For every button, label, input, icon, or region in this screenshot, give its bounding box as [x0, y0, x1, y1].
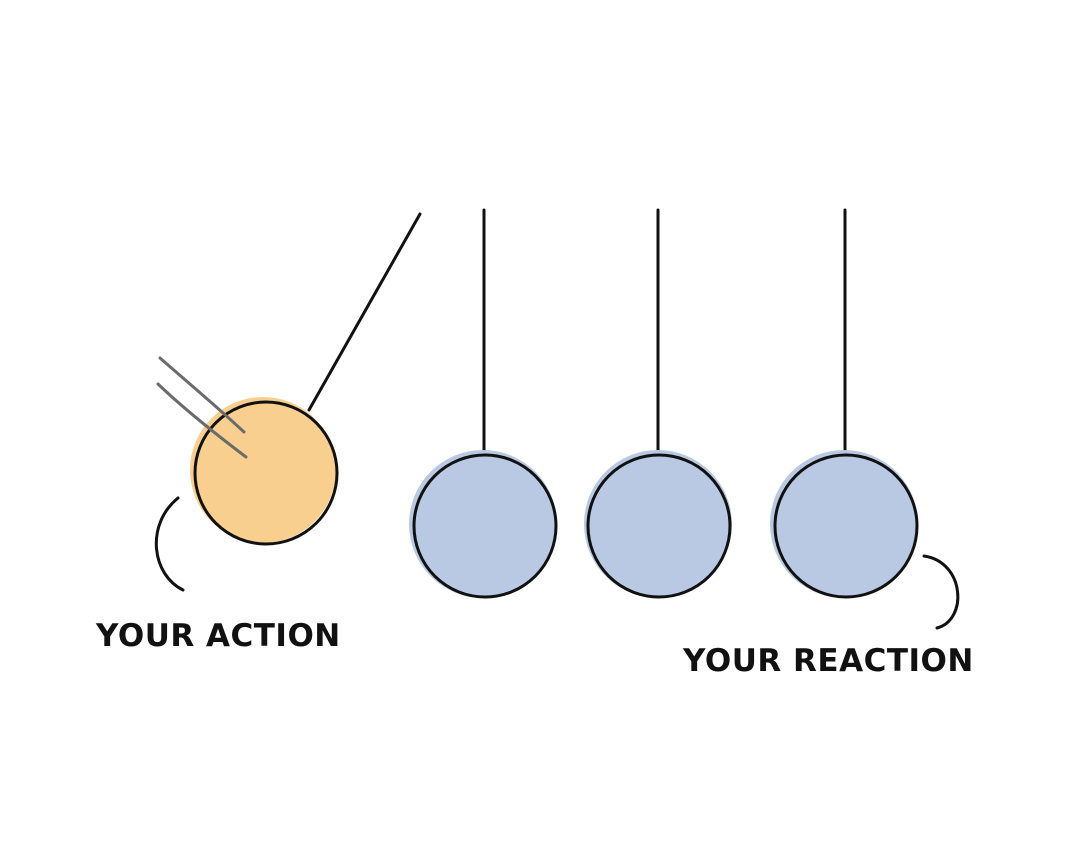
reaction-ball-outline [773, 453, 919, 599]
action-ball-outline [193, 400, 339, 546]
action-callout-curve [154, 496, 185, 592]
swinging-ball-string [307, 212, 422, 412]
action-label: YOUR ACTION [95, 618, 341, 654]
ball-3-fill [584, 450, 732, 598]
reaction-ball-fill [770, 450, 918, 598]
reaction-callout-curve [922, 554, 960, 630]
ball-2-outline [412, 453, 558, 599]
motion-line-lower [156, 382, 248, 459]
action-ball [190, 397, 339, 546]
reaction-label: YOUR REACTION [682, 643, 974, 679]
ball-3-outline [586, 453, 732, 599]
ball-2-fill [409, 450, 557, 598]
reaction-ball [770, 450, 919, 599]
ball-3 [584, 450, 732, 599]
motion-line-upper [158, 356, 246, 434]
action-ball-fill [190, 397, 336, 543]
ball-2 [409, 450, 558, 599]
